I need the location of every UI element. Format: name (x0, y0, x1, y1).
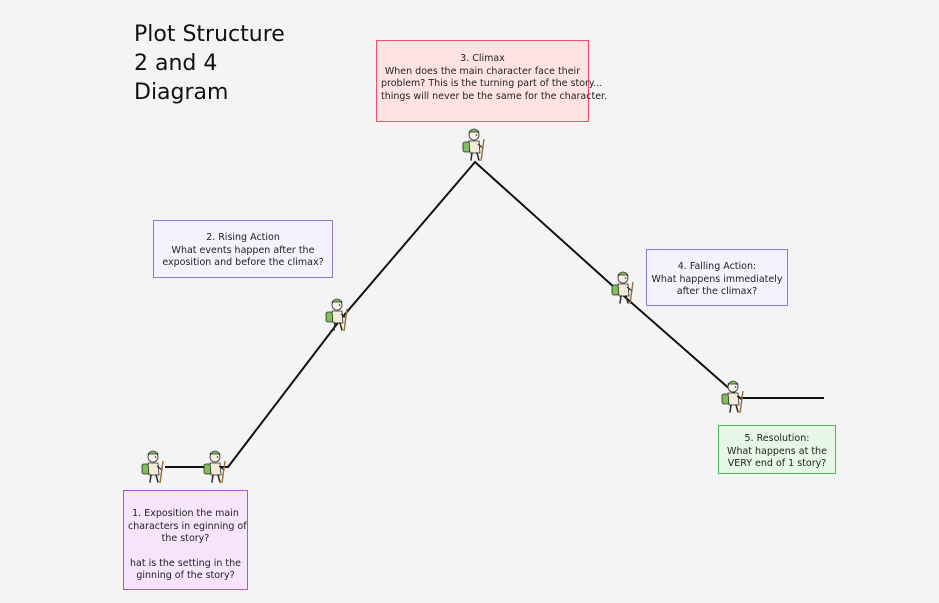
title-line-1: Plot Structure (134, 22, 285, 47)
rising-action-box: 2. Rising Action What events happen afte… (153, 220, 333, 278)
falling-text-1: What happens immediately (651, 273, 783, 285)
plot-line (165, 160, 824, 468)
falling-action-box: 4. Falling Action: What happens immediat… (646, 249, 788, 306)
climax-heading: 3. Climax (460, 53, 505, 64)
exposition-box: 1. Exposition the main characters in egi… (123, 490, 248, 590)
resolution-text-1: What happens at the (727, 445, 827, 457)
hiker-icon (611, 271, 634, 305)
resolution-box: 5. Resolution: What happens at the VERY … (718, 425, 836, 474)
climax-text-1: When does the main character face their (384, 65, 581, 77)
hiker-icon (462, 128, 485, 162)
climax-text-2: problem? This is the turning part of the… (381, 78, 603, 89)
hiker-icon (141, 450, 164, 484)
climax-text-3: things will never be the same for the ch… (381, 90, 608, 102)
exposition-spacer (128, 546, 243, 558)
exposition-text-2: the story? (161, 533, 210, 544)
falling-text-2: after the climax? (676, 286, 758, 297)
resolution-heading: 5. Resolution: (744, 433, 810, 444)
exposition-text-1: characters in eginning of (128, 520, 247, 532)
climax-box: 3. Climax When does the main character f… (376, 40, 608, 122)
resolution-text-2: VERY end of 1 story? (727, 458, 827, 469)
exposition-text-3: hat is the setting in the (129, 557, 242, 569)
exposition-heading: 1. Exposition the main (132, 508, 239, 519)
exposition-text-4: ginning of the story? (136, 570, 235, 581)
rising-text-2: exposition and before the climax? (162, 257, 324, 268)
rising-heading: 2. Rising Action (206, 232, 280, 243)
title-line-2: 2 and 4 (134, 51, 218, 76)
rising-text-1: What events happen after the (171, 244, 315, 256)
diagram-title: Plot Structure 2 and 4 Diagram (134, 20, 285, 107)
falling-heading: 4. Falling Action: (677, 261, 757, 272)
title-line-3: Diagram (134, 80, 229, 105)
